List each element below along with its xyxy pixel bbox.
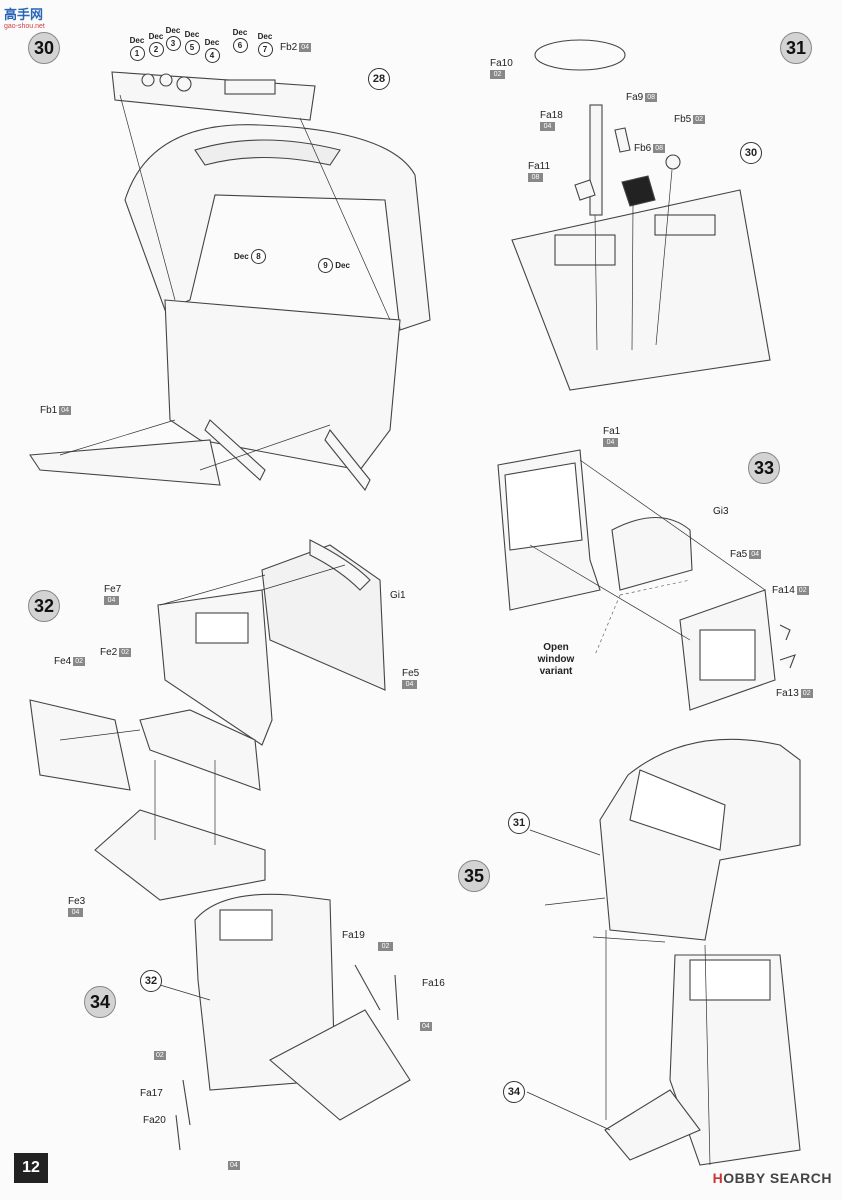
part-label-fa17: Fa17 [140,1088,163,1099]
step-35-marker: 35 [458,860,490,892]
watermark-brand: OBBY SEARCH [723,1170,832,1186]
ref-30: 30 [740,142,762,164]
ref-28: 28 [368,68,390,90]
steering-column [589,104,603,216]
part-label-fa16: Fa16 [422,978,445,989]
cab-roof [124,124,431,331]
sprue-tag-fa16: 04 [420,1021,432,1031]
sprue-tag-fa20: 04 [228,1160,240,1170]
site-logo-text: 高手网 [4,7,44,22]
page-number: 12 [14,1153,48,1183]
watermark-prefix: H [712,1170,724,1186]
site-logo: 高手网 gao-shou.net [4,4,45,30]
door-glass [611,516,693,591]
step-30-marker: 30 [28,32,60,64]
step-32-marker: 32 [28,590,60,622]
ref-34: 34 [503,1081,525,1103]
step-34-marker: 34 [84,986,116,1018]
ref-32: 32 [140,970,162,992]
seat-floor-fe3 [94,809,266,901]
steering-wheel [534,39,626,71]
seat-frame [261,544,386,691]
seat-in-cab [669,954,801,1166]
part-label-fa20: Fa20 [143,1115,166,1126]
note-open-window: Open window variant [537,642,575,677]
part-label-gi3: Gi3 [713,506,729,517]
decal-8: Dec 8 [232,248,268,264]
sprue-tag-fa17: 02 [154,1050,166,1060]
step-33-marker: 33 [748,452,780,484]
part-label-gi1: Gi1 [390,590,406,601]
ref-31: 31 [508,812,530,834]
watermark-logo: HOBBY SEARCH [713,1170,832,1186]
step-31-marker: 31 [780,32,812,64]
site-logo-url: gao-shou.net [4,23,45,30]
cab-interior [511,189,771,391]
seat-base-fe2 [139,709,261,791]
floor-plate-fb1 [29,439,221,486]
seat-cushion-fe4 [29,699,131,791]
decal-9: 9 Dec [316,257,352,273]
